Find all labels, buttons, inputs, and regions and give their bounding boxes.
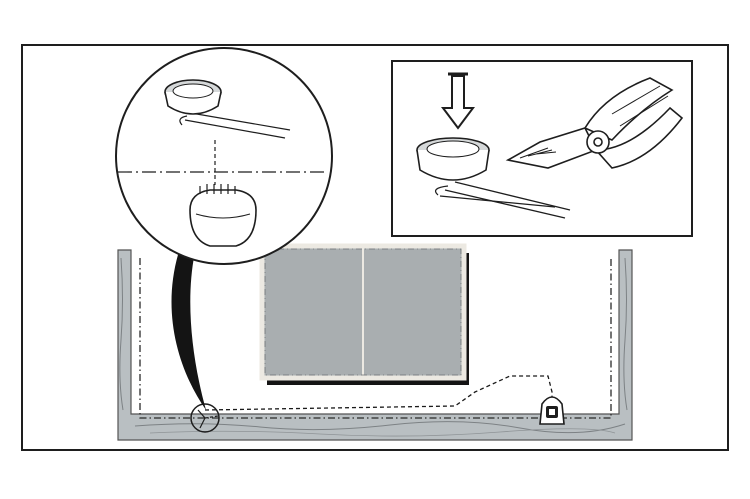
crimp-connector	[416, 137, 571, 219]
boundary-wire	[139, 258, 612, 419]
junction-point-icon	[190, 403, 220, 433]
pliers-icon	[505, 77, 684, 169]
charging-station-icon	[539, 396, 565, 425]
guide-wire	[204, 375, 553, 411]
zoom-circle-icon	[115, 47, 333, 265]
pliers-inset	[391, 60, 693, 237]
wire-connector-body	[189, 184, 257, 247]
patio-area	[259, 243, 469, 385]
arrow-down-icon	[441, 72, 475, 130]
lawn-boundary	[117, 249, 633, 441]
wire-connector-icon	[164, 79, 222, 115]
zoom-pointer	[171, 248, 206, 410]
